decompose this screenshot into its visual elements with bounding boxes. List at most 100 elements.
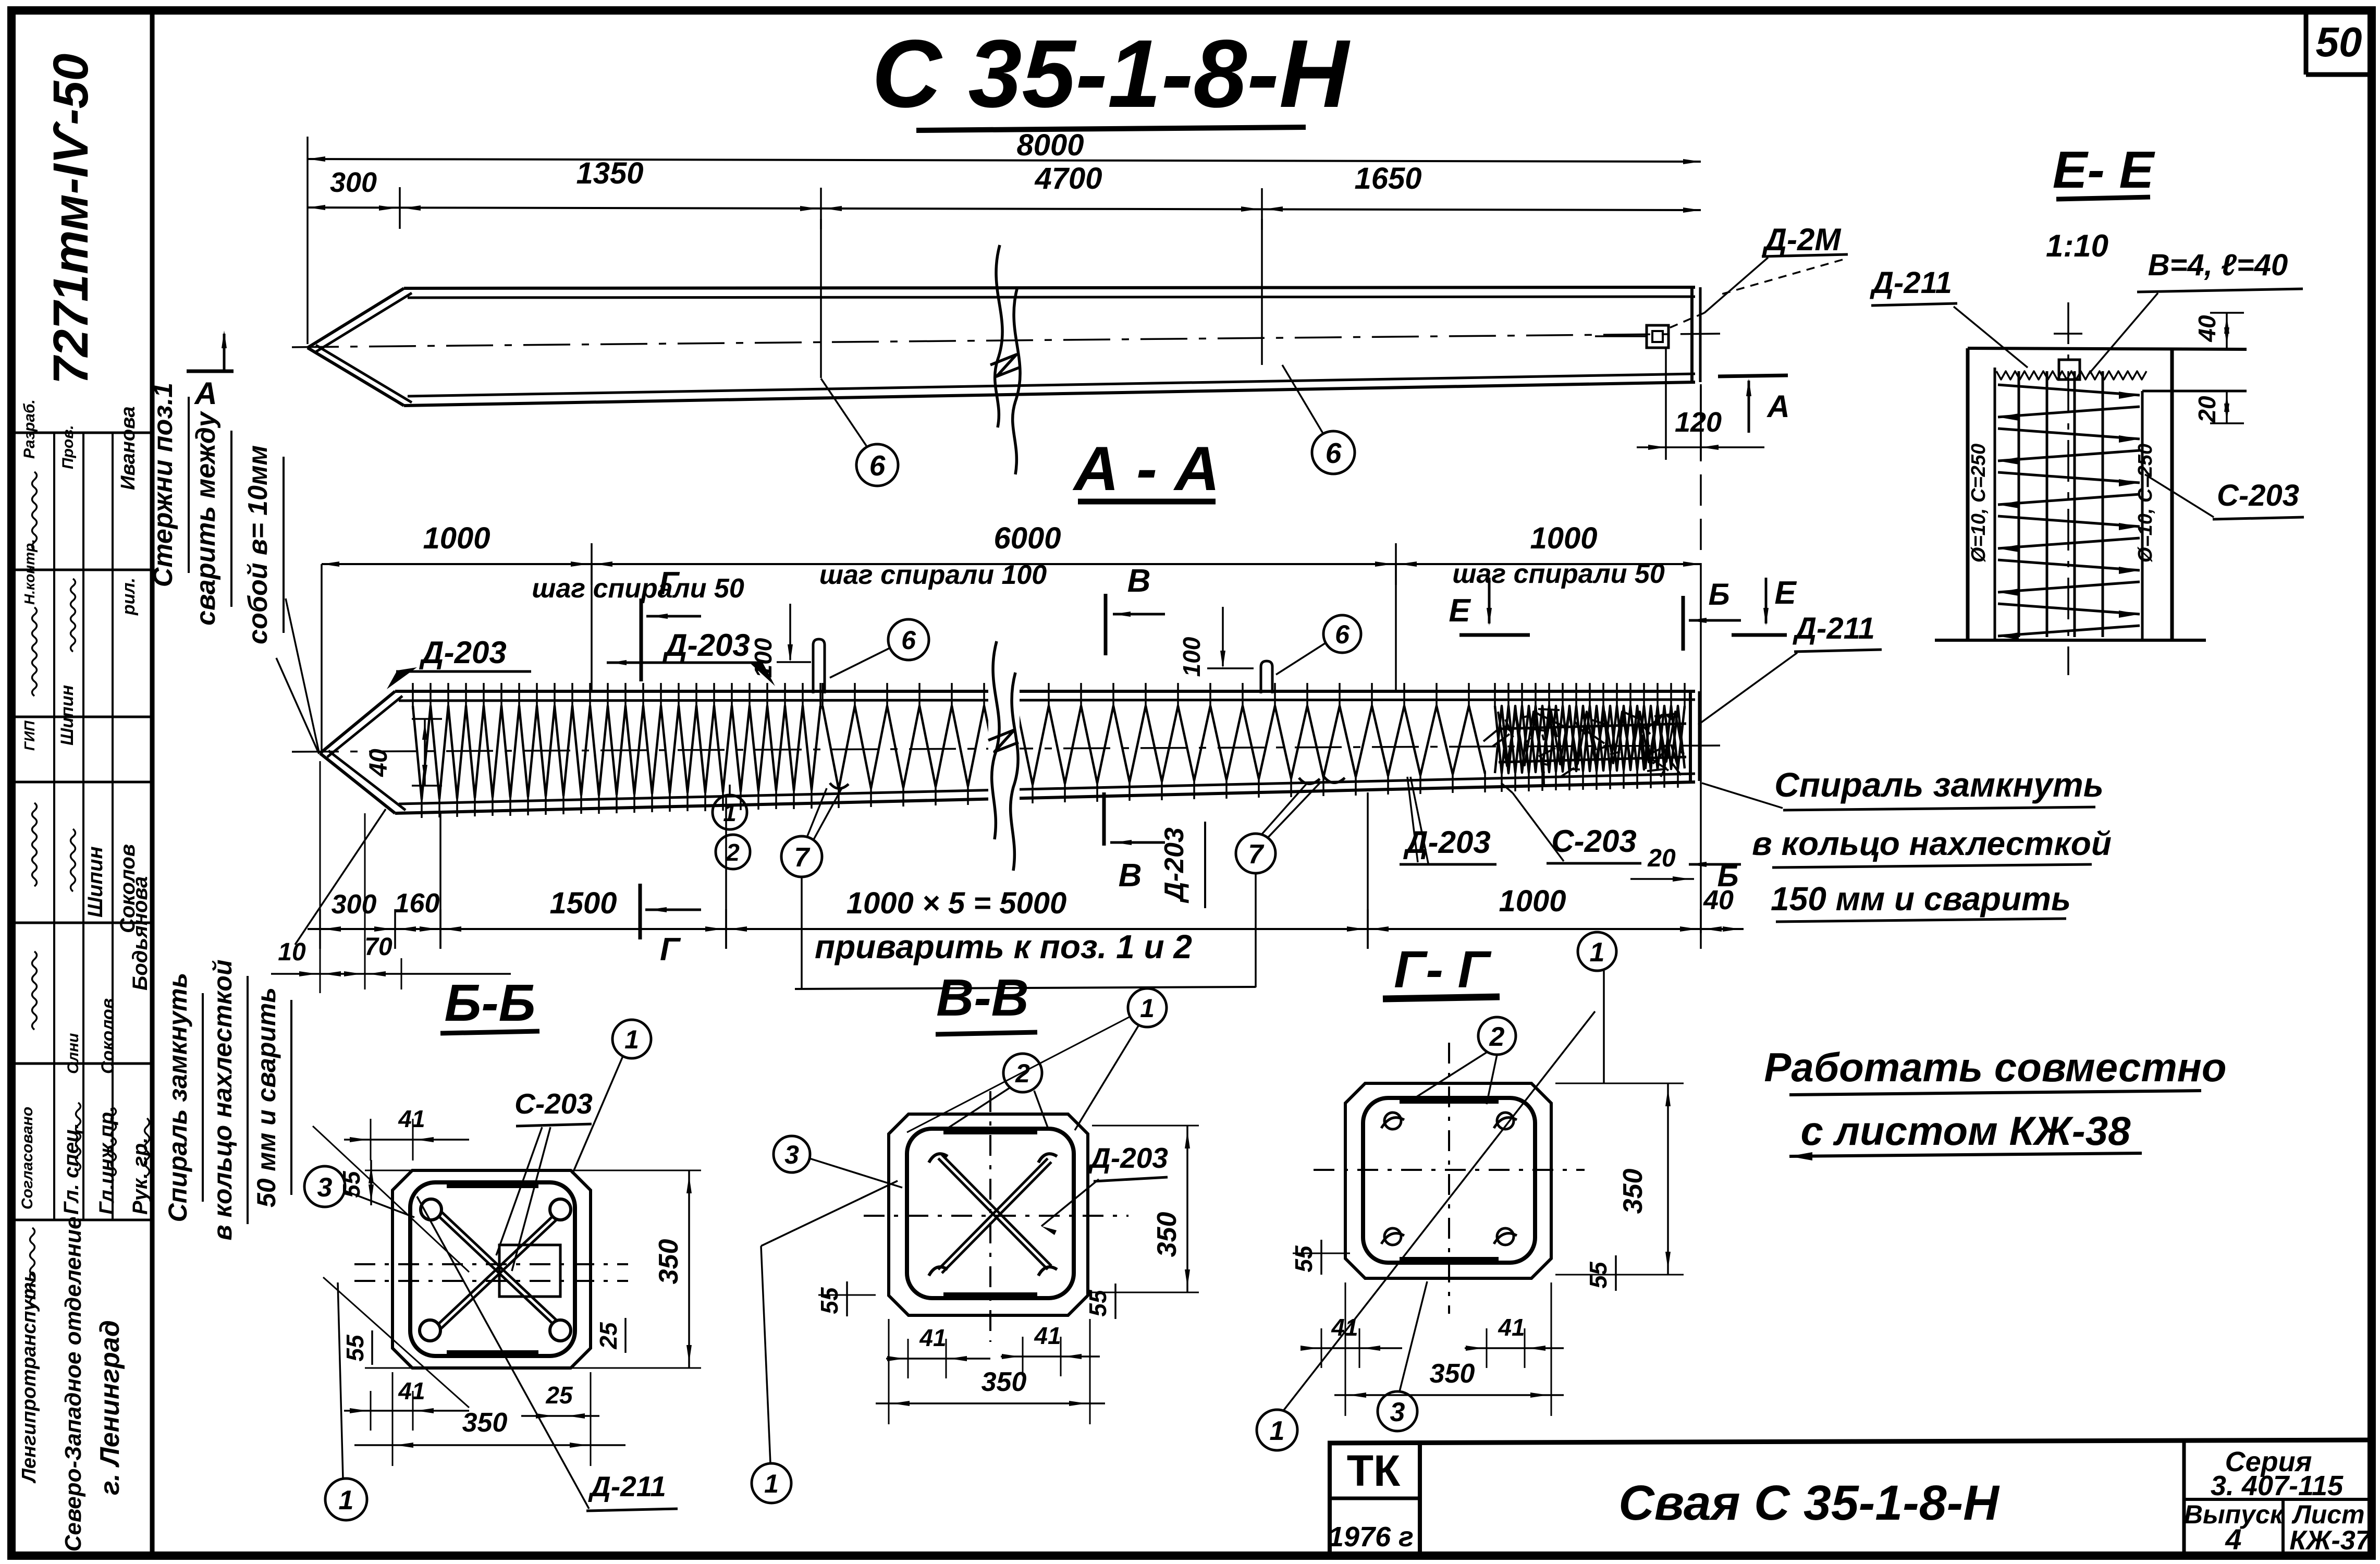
svg-text:В: В — [1119, 858, 1142, 894]
svg-text:150 мм и сварить: 150 мм и сварить — [1771, 880, 2071, 918]
svg-text:ТК: ТК — [1347, 1446, 1401, 1495]
svg-text:41: 41 — [1498, 1314, 1525, 1341]
svg-text:собой в= 10мм: собой в= 10мм — [243, 445, 273, 644]
svg-text:Согласовано: Согласовано — [19, 1107, 36, 1209]
svg-text:2: 2 — [1489, 1022, 1505, 1052]
svg-text:350: 350 — [654, 1239, 684, 1285]
svg-text:Е- Е: Е- Е — [2053, 141, 2156, 199]
svg-text:160: 160 — [395, 888, 440, 919]
svg-text:55: 55 — [338, 1170, 365, 1198]
svg-text:40: 40 — [2193, 315, 2220, 343]
svg-text:1: 1 — [764, 1469, 779, 1498]
svg-text:Д-203: Д-203 — [419, 635, 506, 670]
svg-text:Олни: Олни — [65, 1033, 82, 1074]
svg-text:Г: Г — [659, 566, 680, 602]
svg-text:6000: 6000 — [993, 521, 1061, 555]
svg-text:А: А — [1766, 389, 1789, 424]
svg-text:с листом КЖ-38: с листом КЖ-38 — [1801, 1108, 2131, 1154]
svg-text:КЖ-37: КЖ-37 — [2289, 1525, 2371, 1556]
svg-text:Серия: Серия — [2225, 1446, 2312, 1477]
svg-text:350: 350 — [462, 1408, 508, 1438]
svg-text:Д-2М: Д-2М — [1762, 222, 1842, 257]
svg-text:Спираль замкнуть: Спираль замкнуть — [163, 973, 192, 1223]
svg-text:А - А: А - А — [1072, 434, 1220, 504]
svg-text:1:10: 1:10 — [2046, 228, 2108, 263]
svg-text:41: 41 — [1034, 1322, 1061, 1349]
svg-text:1350: 1350 — [576, 156, 643, 190]
svg-text:70: 70 — [364, 933, 392, 961]
svg-text:Д-203: Д-203 — [1159, 827, 1189, 903]
svg-text:1: 1 — [339, 1485, 354, 1516]
svg-text:120: 120 — [1675, 407, 1722, 438]
svg-text:Работать совместно: Работать совместно — [1764, 1044, 2226, 1090]
svg-text:Д-203: Д-203 — [1088, 1142, 1168, 1174]
svg-text:7: 7 — [794, 842, 811, 873]
svg-text:С-203: С-203 — [2217, 479, 2299, 512]
svg-text:в кольцо нахлесткой: в кольцо нахлесткой — [208, 960, 237, 1241]
svg-text:Иванова: Иванова — [117, 406, 139, 490]
svg-text:100: 100 — [1178, 637, 1205, 677]
svg-text:Спираль замкнуть: Спираль замкнуть — [1774, 765, 2104, 804]
svg-text:3. 407-115: 3. 407-115 — [2211, 1470, 2344, 1501]
svg-text:350: 350 — [982, 1367, 1027, 1397]
svg-text:55: 55 — [1084, 1289, 1111, 1317]
svg-text:С 35-1-8-Н: С 35-1-8-Н — [872, 20, 1351, 128]
svg-text:25: 25 — [595, 1322, 622, 1350]
svg-text:55: 55 — [1585, 1261, 1612, 1289]
svg-text:6: 6 — [869, 449, 886, 482]
svg-text:6: 6 — [1335, 620, 1350, 649]
svg-text:Соколов: Соколов — [116, 844, 139, 933]
svg-text:Д-211: Д-211 — [1869, 266, 1952, 300]
svg-text:Д-203: Д-203 — [662, 628, 750, 663]
svg-text:1500: 1500 — [549, 886, 617, 920]
svg-text:3: 3 — [1390, 1397, 1405, 1427]
svg-text:6: 6 — [901, 626, 916, 655]
svg-text:Д-211: Д-211 — [588, 1470, 666, 1502]
svg-text:В-В: В-В — [936, 969, 1029, 1027]
svg-text:1: 1 — [1140, 994, 1155, 1023]
svg-text:Ø=10, С=250: Ø=10, С=250 — [1968, 444, 1990, 563]
svg-text:Свая С 35-1-8-Н: Свая С 35-1-8-Н — [1618, 1475, 2000, 1531]
svg-text:10: 10 — [278, 938, 306, 966]
svg-text:шаг спирали 50: шаг спирали 50 — [532, 573, 744, 604]
svg-text:6: 6 — [1326, 437, 1342, 469]
svg-text:Г: Г — [660, 932, 681, 968]
svg-text:г. Ленинград: г. Ленинград — [95, 1320, 125, 1495]
svg-text:350: 350 — [1618, 1169, 1648, 1214]
svg-text:С-203: С-203 — [1551, 824, 1636, 859]
svg-text:Лист: Лист — [2291, 1500, 2364, 1529]
svg-text:1: 1 — [624, 1025, 639, 1054]
svg-text:Пров.: Пров. — [59, 425, 77, 469]
svg-text:Выпуск: Выпуск — [2184, 1500, 2285, 1529]
svg-text:55: 55 — [341, 1334, 369, 1362]
svg-text:рил.: рил. — [119, 578, 139, 616]
svg-text:40: 40 — [365, 749, 392, 777]
svg-text:Рук. гр.: Рук. гр. — [129, 1138, 152, 1215]
svg-text:Ø=10, С=250: Ø=10, С=250 — [2134, 444, 2156, 563]
svg-text:Разраб.: Разраб. — [21, 399, 38, 459]
svg-text:1: 1 — [1590, 937, 1605, 968]
svg-text:1: 1 — [1270, 1416, 1285, 1446]
svg-text:Ленгипротранспуть: Ленгипротранспуть — [18, 1270, 40, 1484]
svg-text:41: 41 — [398, 1377, 425, 1404]
svg-text:Шипин: Шипин — [57, 685, 77, 746]
svg-text:25: 25 — [545, 1382, 573, 1409]
svg-text:50: 50 — [2316, 19, 2362, 65]
svg-text:7: 7 — [1248, 839, 1265, 870]
svg-text:1000: 1000 — [1530, 521, 1597, 555]
svg-text:шаг спирали 50: шаг спирали 50 — [1452, 559, 1665, 589]
svg-text:Д-211: Д-211 — [1792, 612, 1875, 645]
svg-text:1: 1 — [723, 799, 737, 826]
svg-text:3: 3 — [317, 1172, 333, 1203]
svg-text:20: 20 — [2193, 396, 2220, 423]
svg-text:1000: 1000 — [1499, 884, 1566, 918]
svg-text:ГИП: ГИП — [21, 720, 38, 751]
svg-text:Е: Е — [1449, 593, 1471, 629]
svg-text:В: В — [1127, 563, 1151, 599]
svg-text:Б-Б: Б-Б — [445, 974, 536, 1032]
svg-text:300: 300 — [330, 167, 377, 198]
svg-text:3: 3 — [784, 1140, 799, 1169]
svg-text:4700: 4700 — [1034, 162, 1102, 196]
svg-text:сварить между: сварить между — [191, 410, 221, 626]
svg-text:в кольцо нахлесткой: в кольцо нахлесткой — [1752, 825, 2112, 862]
